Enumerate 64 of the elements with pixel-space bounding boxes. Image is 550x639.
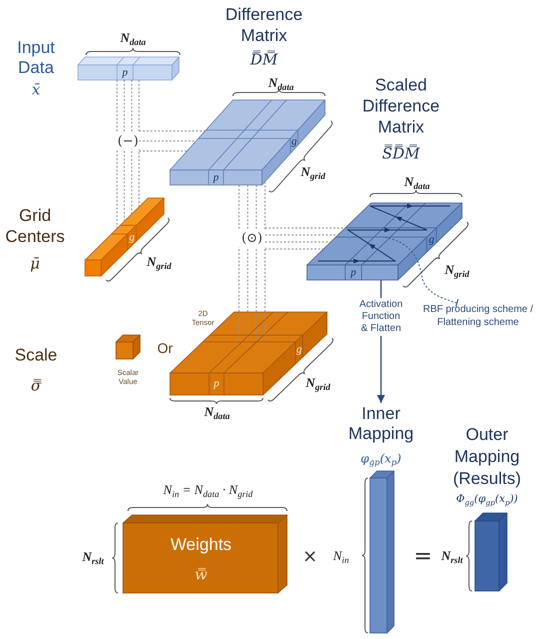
equals-sign: = [414, 546, 432, 568]
node-title: Scaled Difference Matrix [361, 74, 441, 138]
dotted-connector [131, 80, 132, 134]
math-symbol: S̿D̿M̿ [381, 144, 422, 164]
node-title: Difference Matrix [224, 4, 304, 46]
node-title: Input Data [16, 38, 56, 78]
dimension-label: N$_{grid}$ [306, 376, 330, 390]
index-letter: g [296, 344, 302, 356]
dimension-label: N$_{grid}$ [146, 255, 172, 269]
annotation-text: RBF producing scheme / Flattening scheme [420, 303, 536, 329]
dimension-label: N$_{grid}$ [444, 263, 470, 277]
node-title: Grid Centers [4, 205, 66, 247]
leader-line [382, 236, 459, 308]
math-symbol: Φ$_{gg}$(φ$_{gp}$(x$_{p}$)) [455, 492, 519, 507]
node-title: Outer Mapping (Results) [452, 424, 522, 490]
dotted-connector [116, 148, 118, 229]
dotted-connector [264, 234, 338, 236]
connective-text: Or [157, 340, 173, 356]
dotted-connector [138, 148, 140, 208]
dotted-connector [138, 140, 197, 142]
dotted-connector [138, 80, 140, 134]
dotted-connector [238, 246, 240, 339]
dotted-connector [131, 148, 132, 215]
math-symbol: x̄ [30, 80, 42, 100]
index-letter: g [129, 232, 135, 244]
dotted-connector [138, 130, 206, 132]
index-letter: p [350, 267, 356, 278]
dotted-connector [256, 246, 257, 339]
dimension-label: N$_{rslt}$ [82, 550, 104, 564]
edge-label: Activation Function & Flatten [358, 298, 404, 336]
dotted-connector [247, 246, 248, 339]
index-letter: p [213, 172, 219, 183]
dotted-connector [138, 150, 188, 152]
math-symbol: w̿ [194, 564, 208, 584]
dimension-label: N$_{grid}$ [300, 165, 326, 179]
node-title: Inner Mapping [347, 404, 415, 444]
math-symbol: φ$_{gp}$(x$_{p}$) [360, 450, 402, 467]
operator-symbol: (−) [117, 133, 139, 149]
index-letter: g [428, 234, 434, 246]
dimension-label: N$_{data}$ [268, 76, 294, 90]
index-letter: p [214, 378, 220, 390]
dimension-label: N$_{in}$ [333, 549, 349, 563]
dimension-label: N$_{data}$ [120, 31, 146, 45]
dotted-connector [264, 181, 266, 230]
index-letter: p [122, 67, 128, 78]
dotted-connector [264, 246, 266, 339]
dimension-label: N$_{rslt}$ [441, 549, 463, 563]
row-title: Scale [14, 344, 58, 366]
index-letter: g [291, 136, 297, 148]
dotted-connector [247, 184, 248, 230]
dotted-connector [238, 184, 240, 230]
dimension-label: N$_{data}$ [404, 175, 430, 189]
dimension-label: N$_{in}$ = N$_{data}$ · N$_{grid}$ [163, 483, 253, 497]
dotted-connector [124, 148, 125, 222]
dimension-label: N$_{data}$ [204, 405, 230, 419]
dotted-connector [116, 80, 118, 134]
dotted-connector [256, 184, 257, 230]
math-symbol: σ̿ [30, 376, 42, 396]
multiply-sign: × [302, 548, 318, 566]
math-symbol: D̿M̿ [249, 50, 279, 70]
math-symbol: μ̄ [29, 254, 41, 274]
dotted-connector [264, 248, 324, 250]
block-title: Weights [170, 535, 232, 555]
dotted-connector [124, 80, 125, 134]
